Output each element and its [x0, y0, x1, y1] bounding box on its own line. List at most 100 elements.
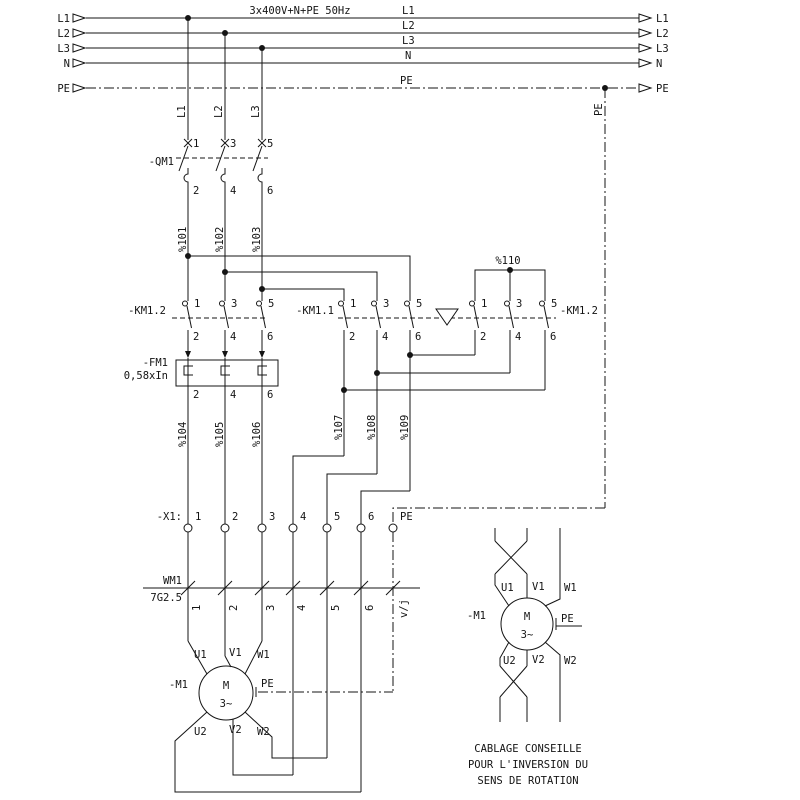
km12-left-blade	[223, 305, 229, 329]
qm1-blade	[178, 145, 189, 172]
thermal-element-icon	[183, 365, 193, 376]
conductor-slash-icon	[353, 580, 369, 596]
contact-terminal-icon	[539, 300, 545, 307]
km12-left-terminal-2: 2	[193, 331, 199, 343]
conductor-number-6: 6	[364, 605, 376, 611]
cable-wm1: WM1 7G2.5 1 2 3 4 5 6 v/j	[143, 532, 420, 792]
km12-right-blade	[508, 305, 514, 329]
incoming-arrow-icon	[72, 28, 87, 38]
bus-pe-left-label: PE	[57, 83, 70, 95]
qm1-terminal-2: 2	[193, 185, 199, 197]
down-arrow-icon	[185, 351, 191, 358]
qm1-blade	[215, 145, 226, 172]
m1-terminal-w2: W2	[257, 726, 270, 738]
supply-spec-label: 3x400V+N+PE 50Hz	[249, 5, 350, 17]
contact-terminal-icon	[469, 300, 475, 307]
junction-dot	[341, 387, 347, 393]
x1-label: -X1:	[157, 511, 182, 523]
m1-label: -M1	[169, 679, 188, 691]
m1-terminal-v1: V1	[229, 647, 242, 659]
km12-left-terminal-1: 1	[194, 298, 200, 310]
km11-terminal-5: 5	[416, 298, 422, 310]
branch-l2-wire	[225, 271, 378, 301]
advice-terminal-u1: U1	[501, 582, 514, 594]
motor-wire	[232, 719, 293, 776]
wire-number-106: %106	[251, 422, 263, 447]
outgoing-arrow-icon	[638, 28, 653, 38]
cable-label: WM1	[163, 575, 182, 587]
pe-drop-label: PE	[593, 103, 605, 116]
bus-l1-right-label: L1	[656, 13, 669, 25]
terminal-circle-icon	[322, 523, 332, 533]
motor-wire	[244, 711, 327, 759]
jog-wire	[292, 455, 344, 524]
km11-terminal-4: 4	[382, 331, 388, 343]
bus-l2-left-label: L2	[57, 28, 70, 40]
bus-l3: L3 L3 L3	[57, 35, 668, 55]
km12-left-blade	[186, 305, 192, 329]
terminal-circle-icon	[288, 523, 298, 533]
motor-circle-icon	[198, 665, 254, 721]
contact-cross-icon	[220, 138, 230, 148]
motor-wire	[244, 640, 263, 675]
bus-l1-left-label: L1	[57, 13, 70, 25]
supply-note: 3x400V+N+PE 50Hz	[249, 5, 350, 17]
bus-n: N N N	[64, 50, 663, 70]
qm1-terminal-6: 6	[267, 185, 273, 197]
fm1-terminal-6: 6	[267, 389, 273, 401]
x1-terminal-1: 1	[195, 511, 201, 523]
advice-caption-line-2: POUR L'INVERSION DU	[468, 759, 588, 771]
motor-letter: M	[223, 680, 229, 692]
m1-terminal-u2: U2	[194, 726, 207, 738]
km12-left-terminal-3: 3	[231, 298, 237, 310]
qm1-label: -QM1	[149, 156, 174, 168]
km11-terminal-3: 3	[383, 298, 389, 310]
wire-number-104: %104	[177, 422, 189, 447]
outgoing-arrow-icon	[638, 43, 653, 53]
km12-left-blade	[260, 305, 266, 329]
contactor-km11: -KM1.1 1 2 3 4 5 6	[296, 298, 556, 491]
reversing-links	[341, 352, 545, 393]
x1-terminal-pe: PE	[400, 511, 413, 523]
contact-cross-icon	[183, 138, 193, 148]
conductor-number-3: 3	[265, 605, 277, 611]
breaker-qm1: -QM1 1 2 3 4 5 6	[149, 138, 273, 301]
m1-pe-label: PE	[261, 678, 274, 690]
km11-blade	[342, 305, 348, 329]
conductor-number-2: 2	[228, 605, 240, 611]
x1-terminal-3: 3	[269, 511, 275, 523]
conductor-slash-icon	[180, 580, 196, 596]
contact-terminal-icon	[371, 300, 377, 307]
wire-number-110: %110	[495, 255, 520, 267]
motor-wire	[174, 711, 361, 793]
qm1-terminal-5: 5	[267, 138, 273, 150]
advice-cross-wire	[499, 665, 528, 698]
drop-l1-label: L1	[176, 105, 188, 118]
branch-l1-wire	[188, 255, 411, 301]
fm1-box	[175, 359, 279, 387]
contact-cross-icon	[257, 138, 267, 148]
conductor-slash-icon	[254, 580, 270, 596]
bus-l3-mid-label: L3	[402, 35, 415, 47]
wire-labels-104-106: %104 %105 %106	[177, 422, 263, 447]
qm1-terminal-1: 1	[193, 138, 199, 150]
outgoing-arrow-icon	[638, 13, 653, 23]
km12-right-terminal-1: 1	[481, 298, 487, 310]
km11-terminal-6: 6	[415, 331, 421, 343]
bus-l3-right-label: L3	[656, 43, 669, 55]
m1-terminal-v2: V2	[229, 724, 242, 736]
fm1-terminal-4: 4	[230, 389, 236, 401]
advice-caption-line-3: SENS DE ROTATION	[477, 775, 578, 787]
outgoing-arrow-icon	[638, 83, 653, 93]
bus-pe-right-label: PE	[656, 83, 669, 95]
conductor-slash-icon	[385, 580, 401, 596]
km12-right-terminal-3: 3	[516, 298, 522, 310]
km12-right-terminal-2: 2	[480, 331, 486, 343]
bus-l1: L1 L1 L1	[57, 5, 668, 25]
qm1-pole-thermal	[220, 168, 226, 301]
incoming-arrow-icon	[72, 83, 87, 93]
advice-wire	[544, 641, 561, 722]
x1-terminal-2: 2	[232, 511, 238, 523]
bus-l2-right-label: L2	[656, 28, 669, 40]
